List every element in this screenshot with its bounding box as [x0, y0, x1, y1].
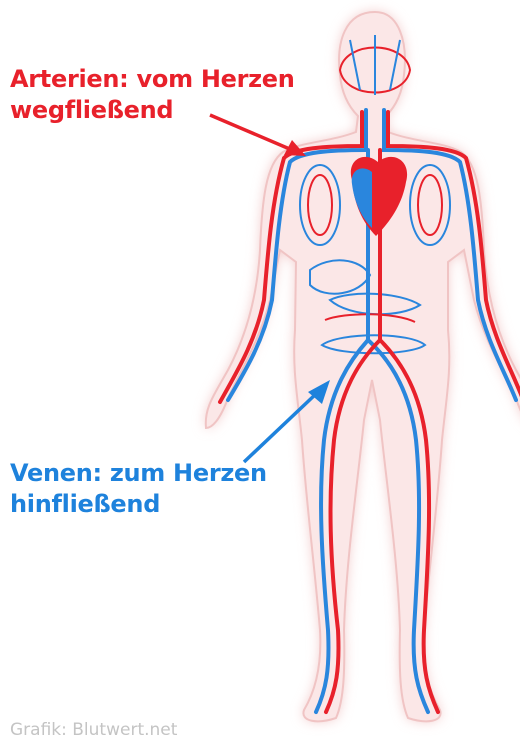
veins-label-line1: Venen: zum Herzen: [10, 458, 267, 489]
arteries-label: Arterien: vom Herzen wegfließend: [10, 64, 295, 126]
veins-label: Venen: zum Herzen hinfließend: [10, 458, 267, 520]
veins-label-line2: hinfließend: [10, 489, 267, 520]
image-credit: Grafik: Blutwert.net: [10, 720, 177, 740]
arteries-label-line1: Arterien: vom Herzen: [10, 64, 295, 95]
arteries-label-line2: wegfließend: [10, 95, 295, 126]
